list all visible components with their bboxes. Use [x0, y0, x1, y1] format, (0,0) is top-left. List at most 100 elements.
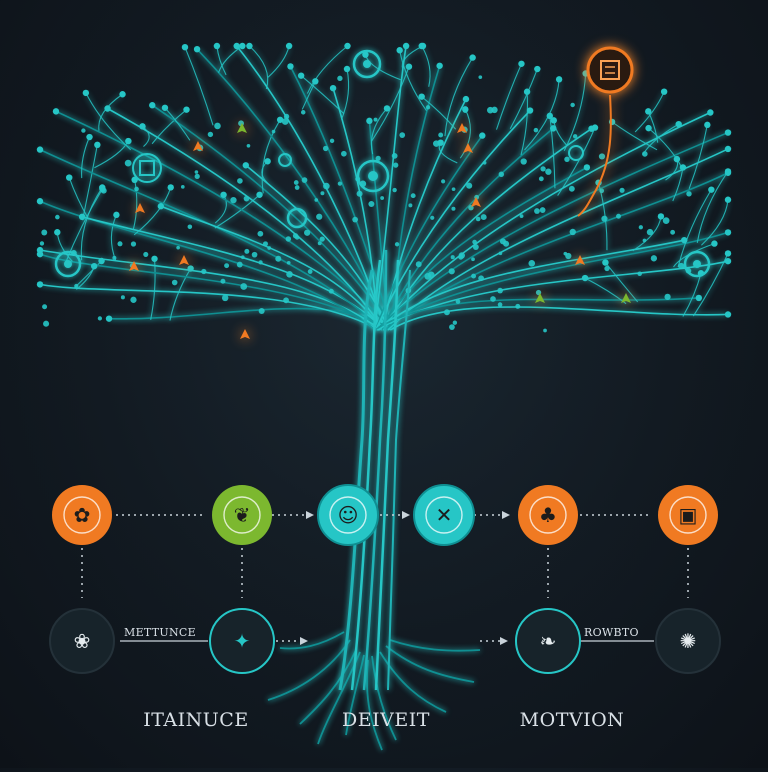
- leaf-marker: [237, 123, 247, 133]
- branch-dot: [240, 283, 248, 290]
- tree-twig: [688, 124, 708, 190]
- tree-branch: [39, 200, 376, 331]
- branch-dot: [497, 302, 503, 307]
- leaf-marker: [179, 255, 189, 265]
- branch-dot: [724, 229, 732, 236]
- branch-dot: [657, 213, 665, 220]
- branch-dot: [498, 171, 505, 178]
- leaf-marker: [240, 329, 250, 339]
- branch-dot: [343, 65, 351, 73]
- leaf-marker: [463, 143, 473, 153]
- branch-dot: [344, 42, 351, 50]
- leaf-marker: [575, 255, 585, 265]
- branch-dot: [368, 201, 375, 208]
- branch-dot: [286, 260, 291, 265]
- branch-dot: [78, 213, 86, 221]
- branch-dot: [356, 190, 363, 197]
- branch-dot: [119, 91, 126, 98]
- canopy-square-icon: [132, 153, 162, 183]
- branch-dot: [569, 228, 576, 236]
- branch-dot: [244, 248, 250, 254]
- node-circle: [209, 608, 275, 674]
- branch-dot: [214, 122, 221, 130]
- tree-twig: [495, 63, 522, 130]
- tree-twig: [692, 253, 729, 317]
- branch-dot: [724, 168, 732, 175]
- branch-dot: [281, 118, 289, 125]
- branch-dot: [681, 236, 688, 244]
- branch-dot: [233, 42, 240, 50]
- branch-dot: [650, 255, 658, 262]
- branch-dot: [328, 288, 334, 294]
- branch-dot: [550, 117, 557, 124]
- branch-dot: [471, 257, 475, 262]
- branch-dot: [479, 132, 486, 139]
- branch-dot: [54, 229, 61, 236]
- branch-dot: [86, 133, 93, 141]
- branch-dot: [410, 193, 416, 199]
- branch-dot: [642, 238, 647, 243]
- branch-dot: [472, 244, 479, 251]
- tree-twig: [150, 258, 156, 320]
- branch-dot: [286, 271, 293, 278]
- left-connector-label: METTUNCE: [124, 626, 196, 639]
- branch-dot: [480, 214, 487, 221]
- branch-dot: [707, 109, 714, 116]
- branch-dot: [383, 105, 391, 112]
- branch-dot: [645, 124, 652, 132]
- branch-dot: [394, 242, 400, 247]
- branch-dot: [161, 104, 169, 111]
- branch-dot: [393, 162, 399, 168]
- branch-dot: [104, 105, 111, 112]
- tree-twig: [459, 109, 471, 159]
- branch-dot: [300, 110, 306, 115]
- leaf-marker: [457, 123, 467, 133]
- branch-dot: [543, 328, 547, 333]
- branch-dot: [373, 117, 378, 122]
- branch-dot: [275, 255, 282, 262]
- branch-dot: [724, 257, 732, 265]
- branch-dot: [366, 117, 373, 125]
- branch-dot: [264, 158, 271, 165]
- tree-twig: [169, 268, 192, 321]
- top-row-nodes: ✿❦☺✕♣▣: [52, 484, 718, 546]
- branch-dot: [243, 195, 250, 202]
- branch-dot: [187, 224, 193, 230]
- branch-dot: [449, 324, 455, 330]
- branch-dot: [230, 197, 237, 204]
- tree-branches: [39, 45, 729, 331]
- tree-twig: [604, 262, 639, 303]
- tree-root: [379, 651, 447, 713]
- branch-dot: [337, 181, 343, 186]
- node-inner-ring: [669, 496, 707, 534]
- branch-dot: [362, 51, 369, 58]
- tree-branch: [384, 172, 729, 331]
- branch-dot: [246, 143, 251, 148]
- branch-dot: [448, 268, 455, 275]
- branch-dot: [724, 250, 732, 257]
- tree-root: [366, 659, 383, 751]
- tree-twig: [306, 45, 348, 94]
- branch-dot: [317, 241, 322, 246]
- branch-dot: [207, 131, 214, 138]
- branch-dot: [534, 65, 541, 73]
- branch-dot: [499, 238, 506, 245]
- branch-dot: [294, 235, 300, 240]
- tree-twig: [85, 92, 132, 151]
- branch-dot: [183, 106, 190, 113]
- branch-dot: [572, 134, 578, 139]
- branch-dot: [242, 162, 249, 169]
- branch-dot: [258, 307, 265, 314]
- tree-twig: [164, 107, 191, 141]
- branch-dot: [549, 125, 557, 132]
- canopy-ring-icon: [352, 49, 382, 79]
- branch-dot: [490, 296, 496, 302]
- branch-dot: [304, 229, 311, 236]
- branch-dot: [187, 265, 194, 272]
- branch-dot: [686, 191, 692, 197]
- tree-twig: [563, 73, 587, 152]
- branch-dot: [130, 296, 137, 303]
- branch-dot: [675, 120, 682, 128]
- branch-dot: [570, 102, 575, 108]
